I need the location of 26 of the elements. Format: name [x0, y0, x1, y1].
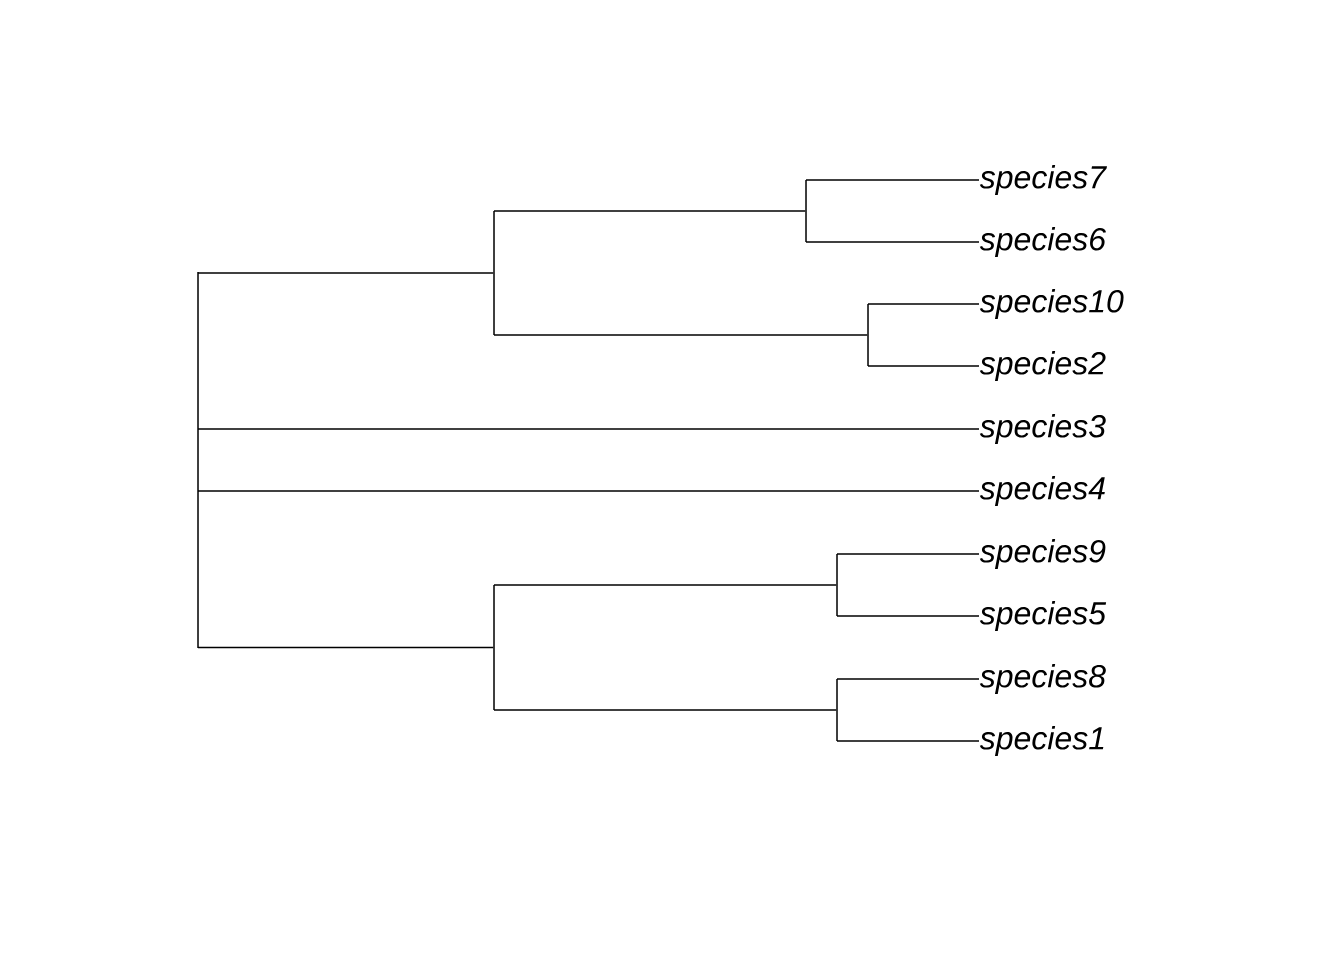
tree-branch	[805, 241, 980, 243]
species-label: species4	[979, 476, 1105, 506]
tree-branch	[867, 303, 980, 305]
tree-branch	[197, 646, 494, 649]
tree-branch	[493, 334, 868, 336]
species-label: species10	[979, 289, 1124, 319]
species-label: species5	[979, 601, 1107, 631]
species-label: species3	[979, 414, 1106, 444]
tree-branch	[836, 678, 980, 680]
species-label: species9	[979, 539, 1106, 569]
species-label: species7	[979, 165, 1107, 195]
tree-branch	[493, 210, 806, 212]
tree-branch	[836, 553, 980, 555]
tree-branch	[867, 365, 980, 367]
species-label: species1	[979, 726, 1104, 756]
tree-branch	[493, 709, 837, 711]
species-label: species6	[979, 227, 1107, 257]
tree-branch	[197, 490, 980, 492]
tree-branch	[197, 272, 494, 274]
tree-branch	[493, 584, 837, 586]
species-label: species2	[979, 351, 1106, 381]
species-label: species8	[979, 664, 1106, 694]
tree-branch	[836, 615, 980, 617]
tree-branch	[197, 428, 980, 430]
tree-branch	[836, 740, 980, 742]
tree-branch	[805, 179, 980, 181]
